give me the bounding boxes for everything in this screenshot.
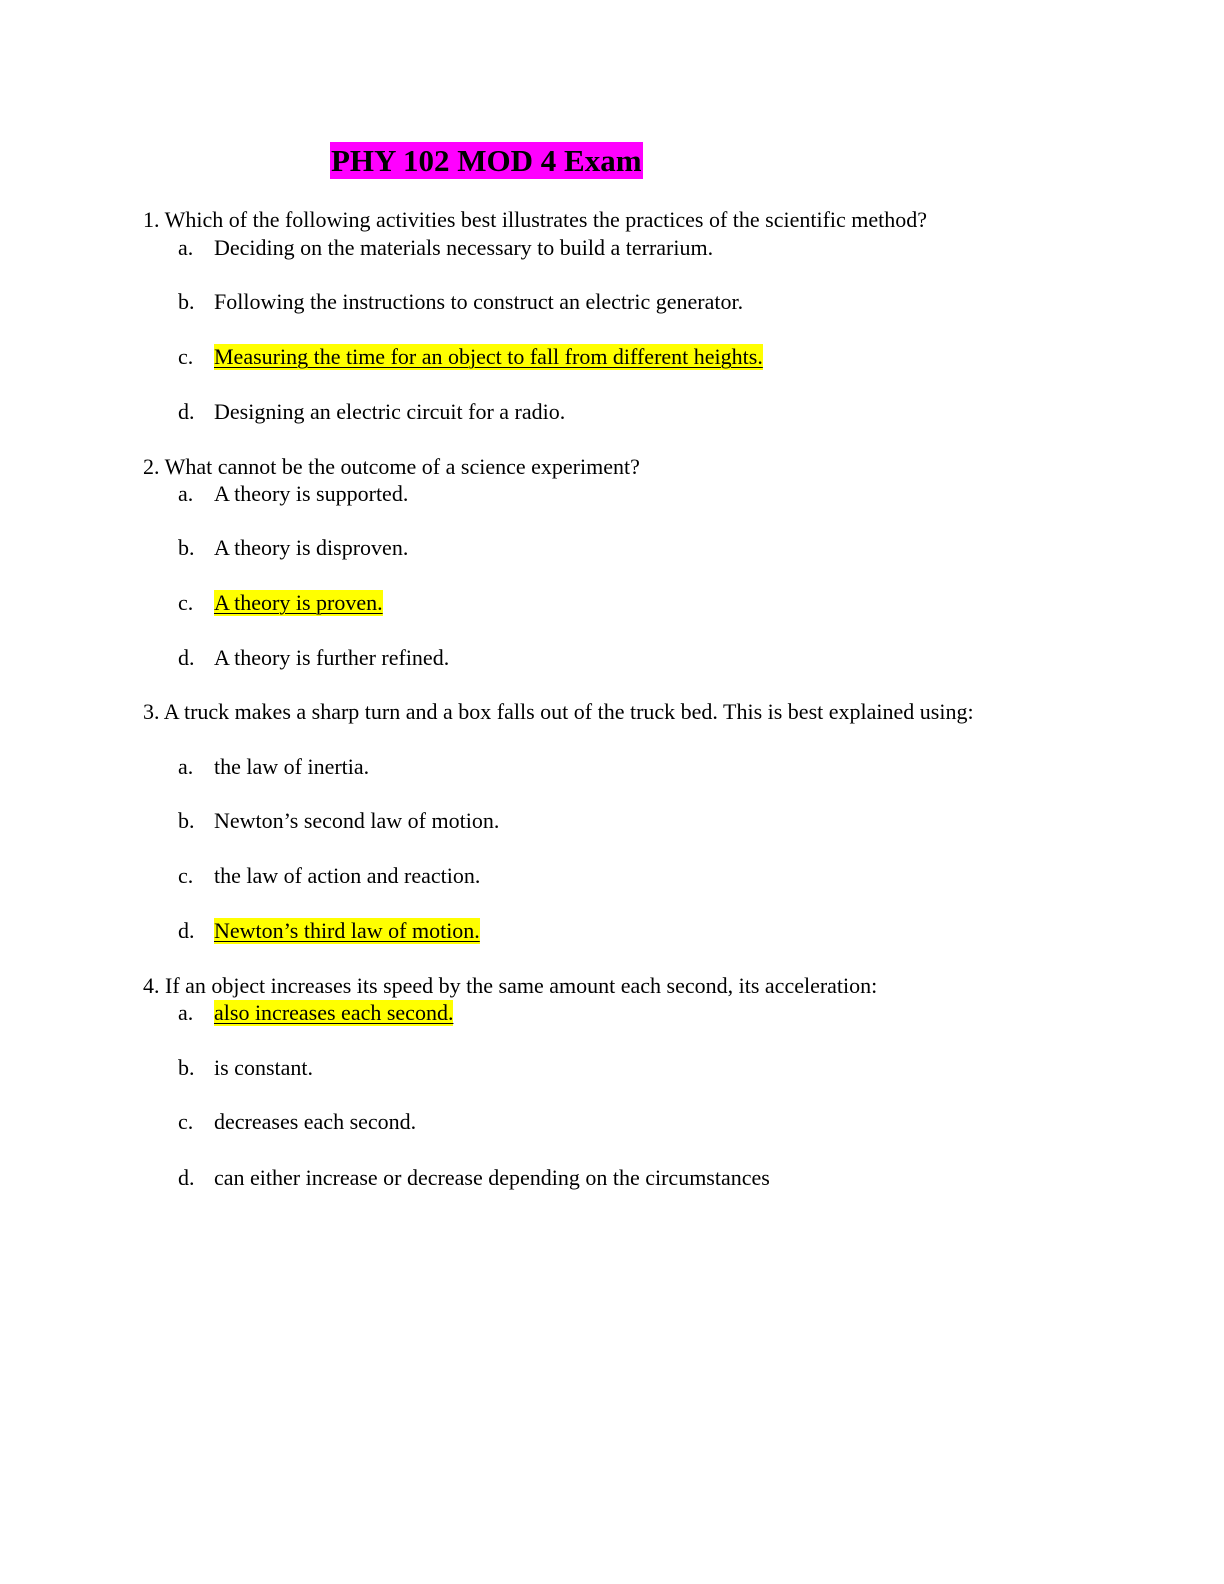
option-letter: c.	[178, 344, 194, 369]
answer-option: can either increase or decrease dependin…	[214, 1165, 770, 1190]
question-text: Which of the following activities best i…	[164, 207, 928, 232]
answer-option: Newton’s second law of motion.	[214, 808, 500, 833]
option-letter: b.	[178, 535, 195, 560]
answer-option: A theory is disproven.	[214, 535, 409, 560]
answer-option: A theory is further refined.	[214, 645, 450, 670]
answer-option: the law of action and reaction.	[214, 863, 481, 888]
page-title: PHY 102 MOD 4 Exam	[330, 142, 643, 179]
question-text: If an object increases its speed by the …	[165, 973, 878, 998]
highlighted-answer-option: also increases each second.	[214, 1000, 454, 1026]
option-letter: b.	[178, 808, 195, 833]
answer-option: Deciding on the materials necessary to b…	[214, 235, 714, 260]
option-letter: c.	[178, 590, 194, 615]
option-letter: a.	[178, 754, 194, 779]
highlighted-answer-option: Newton’s third law of motion.	[214, 918, 480, 944]
option-letter: a.	[178, 235, 194, 260]
option-letter: d.	[178, 645, 195, 670]
option-letter: a.	[178, 481, 194, 506]
answer-option: A theory is supported.	[214, 481, 409, 506]
answer-option: the law of inertia.	[214, 754, 370, 779]
question-number: 4.	[143, 973, 160, 998]
option-letter: d.	[178, 918, 195, 943]
answer-option: Following the instructions to construct …	[214, 289, 744, 314]
question-text: A truck makes a sharp turn and a box fal…	[163, 699, 974, 724]
question-text: What cannot be the outcome of a science …	[164, 454, 640, 479]
option-letter: b.	[178, 289, 195, 314]
option-letter: d.	[178, 1165, 195, 1190]
question-1: 1. Which of the following activities bes…	[143, 207, 927, 233]
question-3: 3. A truck makes a sharp turn and a box …	[143, 699, 974, 725]
answer-option: Designing an electric circuit for a radi…	[214, 399, 566, 424]
option-letter: c.	[178, 863, 194, 888]
option-letter: d.	[178, 399, 195, 424]
highlighted-answer-option: A theory is proven.	[214, 590, 383, 616]
highlighted-answer-option: Measuring the time for an object to fall…	[214, 344, 763, 370]
answer-option: is constant.	[214, 1055, 313, 1080]
question-number: 2.	[143, 454, 160, 479]
option-letter: c.	[178, 1109, 194, 1134]
question-4: 4. If an object increases its speed by t…	[143, 973, 877, 999]
option-letter: b.	[178, 1055, 195, 1080]
option-letter: a.	[178, 1000, 194, 1025]
question-number: 3.	[143, 699, 160, 724]
question-number: 1.	[143, 207, 160, 232]
question-2: 2. What cannot be the outcome of a scien…	[143, 454, 640, 480]
answer-option: decreases each second.	[214, 1109, 417, 1134]
